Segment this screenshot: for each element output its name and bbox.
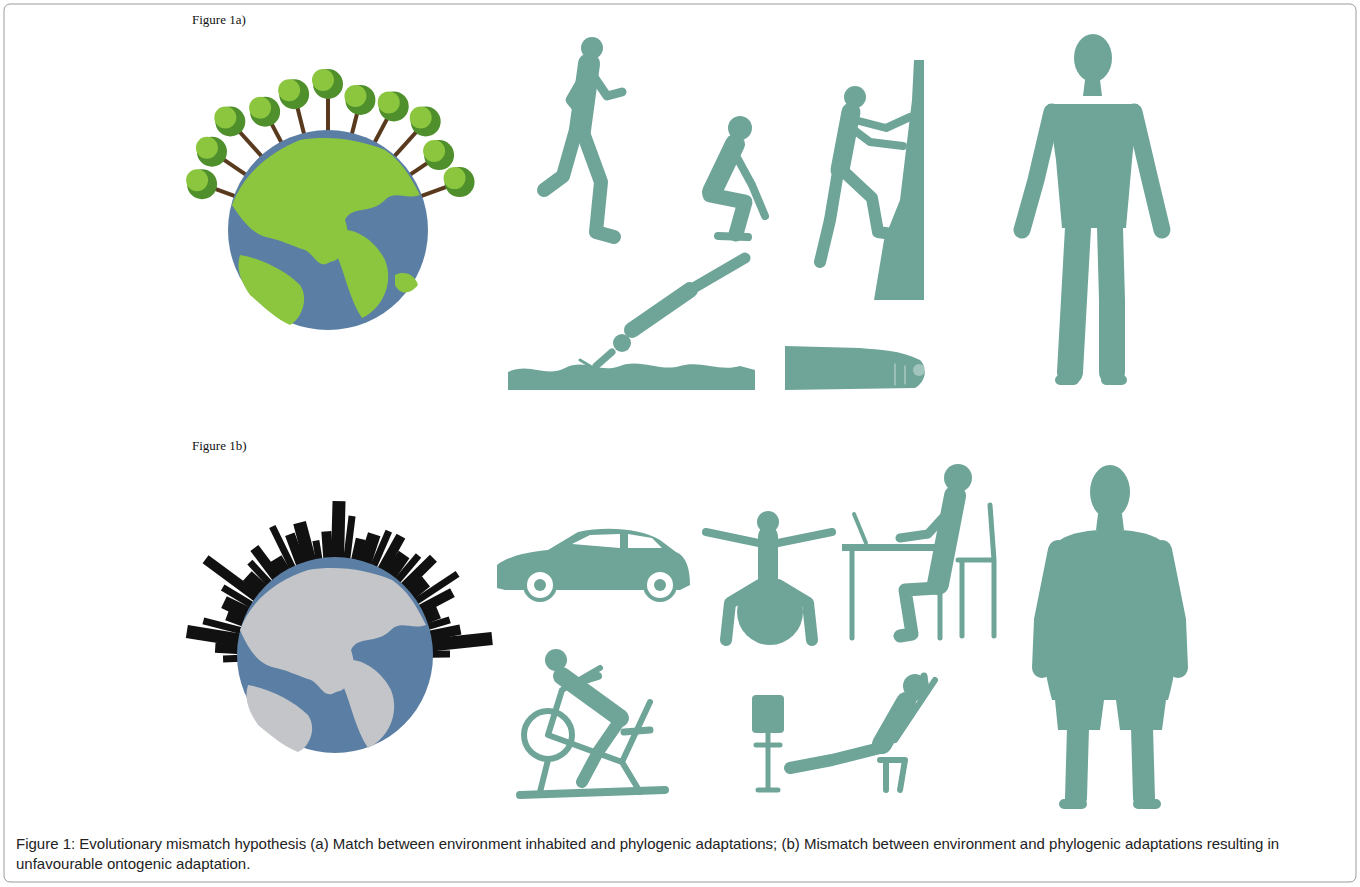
exercise-ball-figure [706, 511, 832, 645]
obese-man [1041, 465, 1178, 804]
figure-caption: Figure 1: Evolutionary mismatch hypothes… [16, 834, 1342, 874]
climber-figure [820, 60, 924, 300]
exercise-bike-figure [520, 649, 665, 795]
car [497, 529, 690, 600]
bare-foot [785, 346, 925, 390]
green-globe [228, 130, 428, 330]
diver-figure [508, 258, 755, 390]
squatting-figure [710, 116, 765, 237]
figure-label: Figure 1b) [192, 438, 247, 454]
figure-label: Figure 1a) [192, 12, 246, 28]
fit-man [1022, 34, 1162, 380]
desk-worker [842, 464, 994, 638]
grey-globe [237, 557, 433, 753]
runner-figure [544, 37, 622, 237]
figure-border [4, 4, 1356, 882]
tv-watcher [752, 674, 935, 790]
